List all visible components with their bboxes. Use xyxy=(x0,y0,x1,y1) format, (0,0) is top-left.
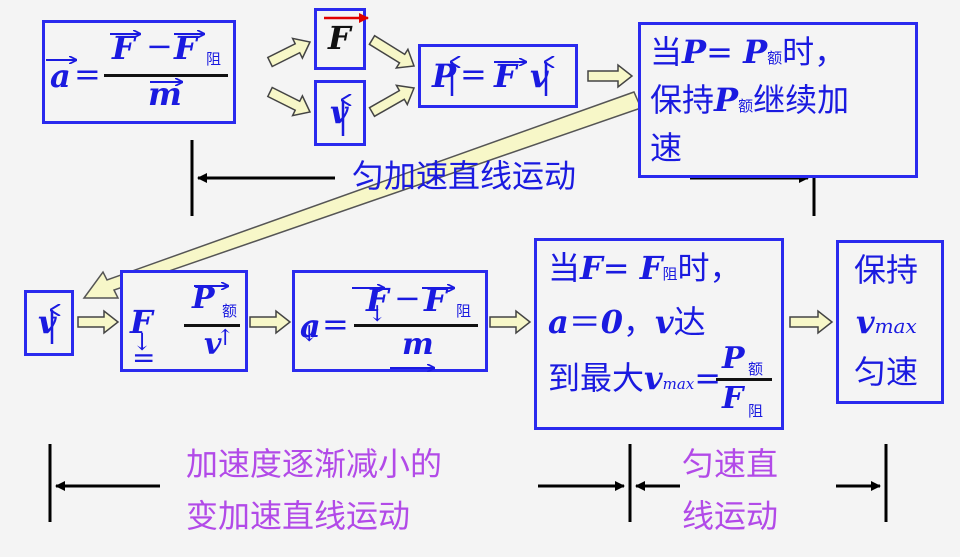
box-power-formula xyxy=(418,44,578,108)
box-velocity xyxy=(314,80,366,146)
arrow-down-a: ↓ xyxy=(300,322,319,347)
note1-line2: 保持P额继续加 xyxy=(650,81,850,119)
symbol-v-2: v xyxy=(530,57,549,95)
symbol-a-row2: a xyxy=(300,307,321,345)
flow-arrow-5 xyxy=(587,63,634,89)
note2-line1: 当F= F阻时， xyxy=(548,249,742,287)
arrow-down-F: ↓ xyxy=(132,328,153,356)
frac-bottom-F: F xyxy=(722,381,744,416)
arrow-down-F-2: ↓ xyxy=(368,302,387,327)
note2-line3: 到最大vmax= xyxy=(548,359,722,397)
symbol-F: F xyxy=(112,29,135,67)
subscript-resist: 阻 xyxy=(206,50,222,68)
frac-top-sub: 额 xyxy=(748,360,764,378)
subscript-rated: 额 xyxy=(222,302,238,320)
frac-bottom-sub: 阻 xyxy=(748,402,764,420)
arrow-up-v: ↑ xyxy=(216,326,235,351)
stage3-label-line2: 线运动 xyxy=(682,497,779,535)
fraction-bar xyxy=(104,74,228,77)
fraction-bar-max xyxy=(716,378,772,381)
note1-line1: 当P= P额时， xyxy=(650,33,847,71)
symbol-P-row2: P xyxy=(192,281,215,316)
symbol-F-resist: F xyxy=(174,29,197,67)
symbol-equals-2: = xyxy=(460,55,487,93)
frac-top-P: P xyxy=(722,341,745,376)
symbol-F-force: F xyxy=(328,19,351,57)
fraction-bar-row2b xyxy=(354,324,478,327)
flow-arrow-6 xyxy=(77,309,120,335)
note-box-max-speed xyxy=(534,238,784,430)
symbol-minus-row2: − xyxy=(394,279,421,317)
note-box-rated-power xyxy=(638,22,918,178)
box-velocity-2 xyxy=(24,290,74,356)
diagonal-arrow xyxy=(82,91,643,299)
symbol-v-denominator: v xyxy=(204,327,222,362)
note2-line2: a＝0，v达 xyxy=(548,303,706,341)
subscript-resist-row2: 阻 xyxy=(456,302,472,320)
box-acceleration-formula-2 xyxy=(292,270,488,372)
final-line2: vmax xyxy=(856,303,917,341)
symbol-minus: − xyxy=(146,27,173,65)
symbol-equals-row2b: = xyxy=(322,305,349,343)
symbol-F-2: F xyxy=(494,57,517,95)
symbol-equals: = xyxy=(74,55,101,93)
flow-arrow-7 xyxy=(249,309,292,335)
symbol-a: a xyxy=(50,57,71,95)
final-line1: 保持 xyxy=(854,251,919,289)
flow-arrow-3 xyxy=(368,34,416,69)
symbol-F-row2: F xyxy=(130,303,153,341)
flow-arrow-4 xyxy=(368,84,416,118)
fraction-bar-row2 xyxy=(184,324,240,327)
box-maintain-vmax xyxy=(836,240,944,404)
symbol-F-row2b: F xyxy=(366,281,389,319)
symbol-F-resist-row2: F xyxy=(424,281,447,319)
flow-arrow-2 xyxy=(266,86,312,117)
stage1-label: 匀加速直线运动 xyxy=(352,157,577,195)
flow-arrow-8 xyxy=(489,309,532,335)
stage3-label-line1: 匀速直 xyxy=(682,445,779,483)
symbol-equals-row2: = xyxy=(132,341,156,374)
stage2-label-line2: 变加速直线运动 xyxy=(186,497,411,535)
flow-arrow-1 xyxy=(266,37,312,68)
stage2-label-line1: 加速度逐渐减小的 xyxy=(186,445,443,483)
note1-line3: 速 xyxy=(650,129,683,167)
flow-arrow-9 xyxy=(789,309,834,335)
symbol-m-row2: m xyxy=(402,327,434,362)
final-line3: 匀速 xyxy=(854,353,919,391)
